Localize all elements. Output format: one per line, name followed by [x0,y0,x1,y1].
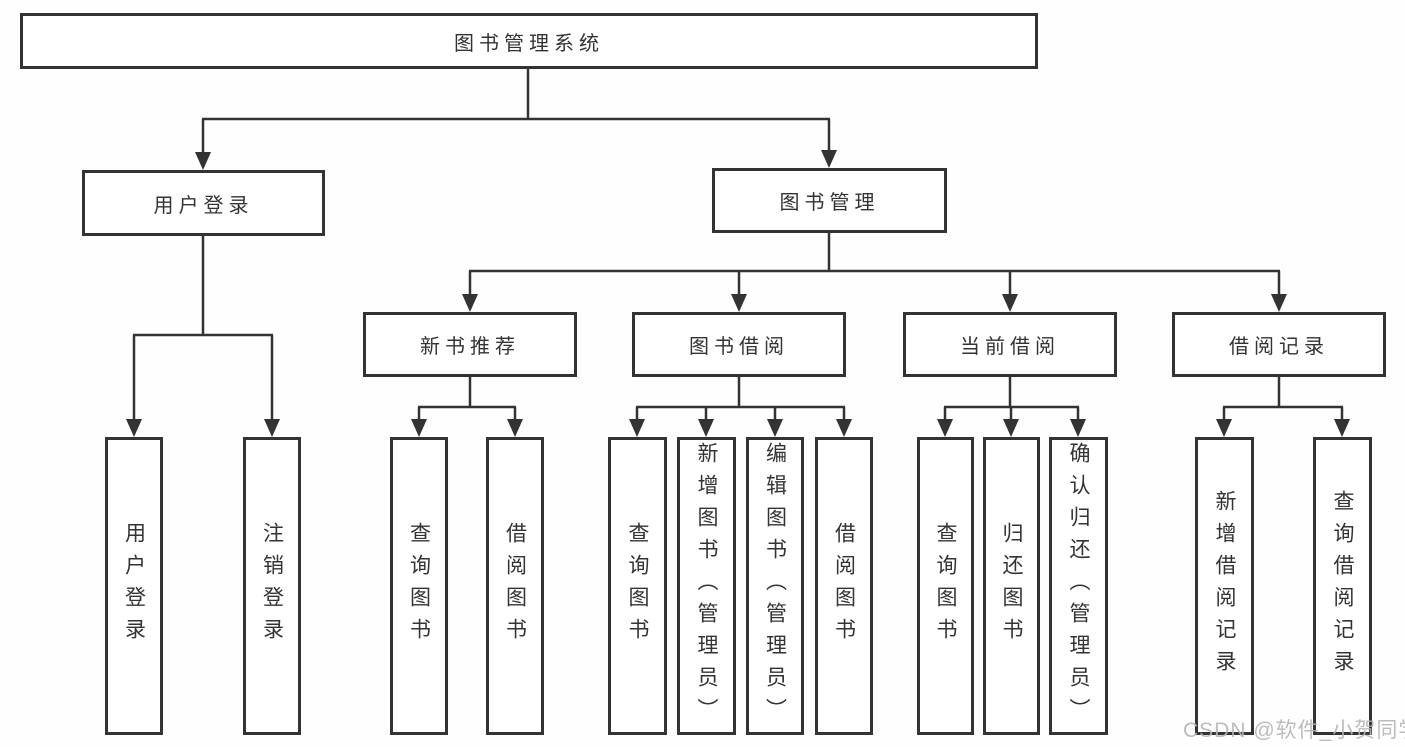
arrow-down-icon [1002,294,1018,312]
node-user-login-leaf: 用户登录 [105,437,163,735]
arrow-down-icon [698,419,714,437]
csdn-watermark: CSDN @软件_小贺同学 [1183,719,1405,742]
node-book-borrowing: 图书借阅 [632,312,846,377]
node-user-login-branch: 用户登录 [82,170,325,236]
node-current-borrowing: 当前借阅 [903,312,1117,377]
arrow-down-icon [836,419,852,437]
node-new-book-recommendation: 新书推荐 [363,312,577,377]
arrow-down-icon [629,419,645,437]
node-logout-leaf: 注销登录 [243,437,301,735]
node-query-books-borrow-leaf: 查询图书 [608,437,667,735]
node-query-borrow-record-leaf: 查询借阅记录 [1313,437,1372,735]
arrow-down-icon [507,419,523,437]
node-add-borrow-record-leaf: 新增借阅记录 [1195,437,1254,735]
arrow-down-icon [264,419,280,437]
node-edit-book-admin-leaf: 编辑图书（管理员） [746,437,804,735]
arrow-down-icon [411,419,427,437]
node-confirm-return-admin-leaf: 确认归还（管理员） [1049,437,1108,735]
arrow-down-icon [1216,419,1232,437]
arrow-down-icon [462,294,478,312]
arrow-down-icon [767,419,783,437]
node-query-books-current-leaf: 查询图书 [917,437,974,735]
arrow-down-icon [126,419,142,437]
arrow-down-icon [1271,294,1287,312]
arrow-down-icon [937,419,953,437]
arrow-down-icon [1334,419,1350,437]
arrow-down-icon [195,152,211,170]
node-add-book-admin-leaf: 新增图书（管理员） [677,437,736,735]
node-borrowing-records: 借阅记录 [1172,312,1386,377]
arrow-down-icon [731,294,747,312]
node-book-management-branch: 图书管理 [712,168,947,233]
node-return-book-leaf: 归还图书 [983,437,1040,735]
arrowhead-icons [126,150,1350,437]
arrow-down-icon [1003,419,1019,437]
node-library-management-system: 图书管理系统 [20,13,1038,69]
node-query-books-recommend-leaf: 查询图书 [390,437,448,735]
node-borrow-books-borrow-leaf: 借阅图书 [815,437,873,735]
arrow-down-icon [1070,419,1086,437]
arrow-down-icon [821,150,837,168]
node-borrow-books-recommend-leaf: 借阅图书 [486,437,544,735]
